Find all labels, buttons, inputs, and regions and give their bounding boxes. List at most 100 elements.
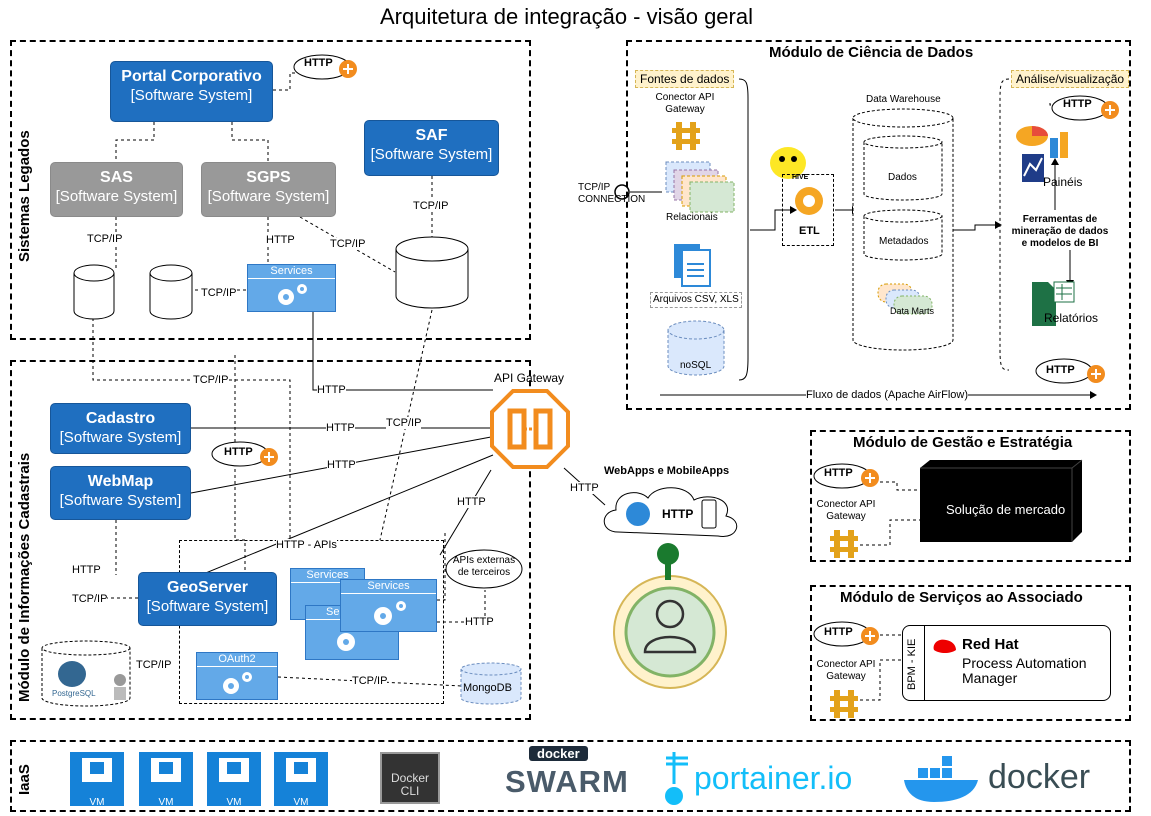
document-icon [674, 244, 711, 287]
edge-tcpip: TCP/IP [87, 233, 123, 245]
cadastral-label: Módulo de Informações Cadastrais [16, 452, 33, 702]
geoserver-name: GeoServer [167, 579, 248, 596]
servicos-http-label: HTTP [824, 626, 853, 638]
cadastral-services[interactable]: Services [340, 579, 437, 632]
api-gateway-icon[interactable] [490, 389, 570, 469]
dw-label: Data Warehouse [866, 94, 941, 105]
nosql-icon [667, 320, 725, 376]
servicos-conector-label: Conector API Gateway [816, 659, 876, 682]
relatorios-label: Relatórios [1044, 311, 1099, 325]
edge-tcpip: TCP/IP [193, 374, 229, 386]
gear-icon [278, 284, 307, 305]
connector-icon [830, 690, 858, 718]
legacy-systems-box [10, 40, 531, 340]
docker-cli-icon: Docker CLI [380, 752, 440, 804]
oauth-label: OAuth2 [197, 653, 277, 667]
saf-box[interactable]: SAF [Software System] [364, 120, 499, 176]
iaas-box [10, 740, 1131, 812]
oauth-service[interactable]: OAuth2 [196, 652, 278, 700]
edge-http: HTTP [465, 616, 494, 628]
vm-icon: VM [207, 752, 261, 808]
edge-http: HTTP [72, 564, 101, 576]
metadados-label: Metadados [879, 236, 929, 247]
dados-label: Dados [888, 172, 917, 183]
gear-icon [795, 187, 823, 215]
servicos-title: Módulo de Serviços ao Associado [840, 589, 1083, 606]
fontes-label: Fontes de dados [635, 70, 735, 88]
edge-tcpip: TCP/IP [386, 417, 422, 429]
servicos-box [810, 585, 1131, 721]
vm-label: VM [89, 797, 105, 808]
http-cloud-icon [813, 463, 879, 489]
nosql-label: noSQL [680, 360, 712, 371]
edge-http: HTTP [457, 496, 486, 508]
portal-type: [Software System] [130, 87, 253, 104]
relacionais-label: Relacionais [666, 212, 718, 223]
sas-box[interactable]: SAS [Software System] [50, 162, 183, 217]
etl-box[interactable] [782, 174, 834, 246]
conector-label: Conector API Gateway [655, 92, 715, 115]
database-icon [395, 236, 469, 309]
http-cloud-icon [1051, 95, 1119, 121]
vm-label: VM [158, 797, 174, 808]
paineis-label: Painéis [1043, 175, 1083, 189]
portal-corporativo-box[interactable]: Portal Corporativo [Software System] [110, 61, 273, 122]
portal-name: Portal Corporativo [121, 68, 262, 85]
bpm-box[interactable] [902, 625, 1111, 701]
cloud-icon [603, 487, 738, 537]
http-cloud-icon [293, 54, 357, 80]
tcp-connection-label: TCP/IP CONNECTION [578, 182, 646, 205]
bracket-icon [999, 78, 1010, 371]
vm-icon: VM [70, 752, 124, 808]
http-cloud-icon [1035, 358, 1105, 384]
legacy-services[interactable]: Services [247, 264, 336, 312]
gestao-http-label: HTTP [824, 467, 853, 479]
webmap-box[interactable]: WebMap [Software System] [50, 466, 191, 520]
solucao-mercado-box[interactable] [918, 458, 1084, 544]
hive-label: HIVE [792, 174, 809, 181]
gestao-title: Módulo de Gestão e Estratégia [853, 434, 1073, 451]
sgps-box[interactable]: SGPS [Software System] [201, 162, 336, 217]
webapps-http-label: HTTP [662, 507, 694, 521]
etl-label: ETL [799, 225, 820, 237]
arquivos-label: Arquivos CSV, XLS [650, 292, 742, 308]
portainer-icon [665, 752, 688, 805]
cadastro-type: [Software System] [59, 429, 182, 446]
services-label: Services [291, 569, 364, 583]
cadastral-http-label: HTTP [224, 446, 253, 458]
api-gateway-label: API Gateway [494, 371, 565, 385]
geoserver-type: [Software System] [146, 598, 269, 615]
edge-tcpip: TCP/IP [72, 593, 108, 605]
cadastro-name: Cadastro [85, 410, 156, 427]
gestao-box [810, 430, 1131, 562]
docker-logo: docker [900, 752, 1110, 804]
docker-cli-label: Docker CLI [390, 771, 429, 798]
mongodb-label: MongoDB [463, 682, 512, 694]
docker-swarm-logo: docker SWARM [505, 746, 629, 799]
redhat-icon [933, 639, 956, 653]
data-marts-label: Data Marts [890, 306, 935, 316]
ferramentas-label: Ferramentas de mineração de dados e mode… [1011, 214, 1109, 249]
vm-icon: VM [139, 752, 193, 808]
edge-http: HTTP [570, 482, 599, 494]
services-label: Services [248, 265, 335, 279]
webmap-name: WebMap [87, 473, 154, 490]
edge-tcpip: TCP/IP [136, 659, 172, 671]
http-cloud-icon [813, 621, 879, 647]
bpm-divider [924, 625, 925, 701]
sgps-name: SGPS [246, 169, 291, 186]
database-icon [41, 640, 131, 707]
apis-externas-label: APIs externas de terceiros [452, 555, 516, 578]
saf-type: [Software System] [370, 146, 493, 163]
relatorios-http-label: HTTP [1046, 364, 1075, 376]
edge-tcpip: TCP/IP [413, 200, 449, 212]
edge-tcpip: TCP/IP [352, 675, 388, 687]
analise-http-label: HTTP [1063, 98, 1092, 110]
user-icon[interactable] [595, 540, 745, 690]
geoserver-box[interactable]: GeoServer [Software System] [138, 572, 277, 626]
cadastro-box[interactable]: Cadastro [Software System] [50, 403, 191, 454]
pam-label: Process Automation Manager [962, 655, 1087, 686]
gear-icon [374, 601, 406, 625]
data-science-box [626, 40, 1131, 410]
data-science-title: Módulo de Ciência de Dados [769, 44, 974, 61]
